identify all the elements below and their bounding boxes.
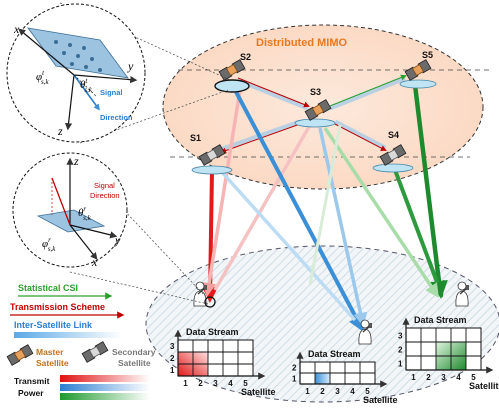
- grid-1-y-tick: 1: [170, 366, 175, 375]
- distributed-mimo-title: Distributed MIMO: [256, 37, 347, 49]
- legend-statistical-csi: Statistical CSI: [18, 283, 78, 293]
- downlink-beams: [202, 84, 448, 333]
- legend-master-icon: [6, 344, 34, 366]
- satellite-s4: S4: [372, 130, 414, 173]
- zoom-top-phi-sup: t: [42, 69, 45, 77]
- legend-master-line2: Satellite: [36, 358, 69, 368]
- legend: Statistical CSI Transmission Scheme Inte…: [6, 283, 156, 400]
- zoom-top-signal-label-1: Signal: [100, 88, 123, 97]
- satellite-s1-label: S1: [190, 133, 201, 143]
- zoom-mid-theta-sub: s,k: [83, 214, 91, 222]
- zoom-top-axis-z: z: [57, 124, 63, 138]
- grid-1-x-tick: 4: [228, 379, 233, 388]
- grid-3-x-tick: 1: [411, 373, 416, 382]
- zoom-top-connector-1: [59, 2, 231, 81]
- zoom-mid-theta-sup: r: [83, 205, 86, 213]
- zoom-top-axis-y: y: [127, 59, 134, 73]
- grid-3-y-tick: 1: [398, 360, 403, 369]
- grid-1-x-tick: 5: [243, 379, 248, 388]
- grid-2-x-tick: 4: [350, 387, 355, 396]
- zoom-mid-signal-label-1: Signal: [94, 181, 115, 190]
- satellite-s2: S2: [214, 52, 251, 93]
- zoom-top-signal-label-2: Direction: [100, 113, 133, 122]
- zoom-top-axis-x: x: [13, 22, 20, 36]
- grid-2-x-tick: 3: [335, 387, 340, 396]
- grid-3-x-tick: 3: [441, 373, 446, 382]
- grid-2-y-tick: 2: [292, 363, 297, 372]
- grid-3-title: Data Stream: [414, 315, 467, 325]
- legend-power-red: [60, 375, 150, 382]
- grid-2-x-tick: 5: [365, 387, 370, 396]
- grid-1-x-tick: 1: [183, 379, 188, 388]
- zoom-mid-theta: θ: [78, 207, 84, 219]
- legend-power-green: [60, 393, 150, 400]
- svg-text:θts,k: θts,k: [80, 77, 93, 94]
- grid-1-x-label: Satellite: [241, 387, 276, 397]
- grid-3-x-label: Satellite: [469, 381, 499, 391]
- zoom-mid-signal-label-2: Direction: [90, 191, 120, 200]
- satellite-s5-label: S5: [422, 50, 433, 60]
- svg-text:θrs,k: θrs,k: [78, 205, 92, 222]
- satellite-s5: S5: [399, 50, 437, 89]
- legend-master-line1: Master: [36, 347, 64, 357]
- grid-2-active-cells: [315, 373, 330, 384]
- user-1: [193, 281, 216, 308]
- legend-secondary-line1: Secondary: [112, 347, 156, 357]
- grid-1-x-tick: 2: [198, 379, 203, 388]
- svg-text:φrs,k: φrs,k: [42, 236, 56, 253]
- zoom-mid-axis-y: y: [114, 233, 121, 247]
- grid-1-title: Data Stream: [186, 327, 239, 337]
- satellite-s4-label: S4: [388, 130, 399, 140]
- grid-2-x-label: Satellite: [363, 395, 398, 405]
- grid-1-y-tick: 2: [170, 354, 175, 363]
- zoom-top-theta: θ: [80, 79, 86, 91]
- legend-transmit-power-line1: Transmit: [14, 376, 50, 386]
- satellite-s3: S3: [294, 87, 336, 128]
- grid-2-x-tick: 2: [320, 387, 325, 396]
- satellite-s3-label: S3: [310, 87, 321, 97]
- grid-1-x-tick: 3: [213, 379, 218, 388]
- zoom-top-theta-sup: t: [85, 77, 88, 85]
- zoom-mid-axis-x: x: [91, 255, 98, 269]
- zoom-mid-phi: φ: [42, 238, 48, 250]
- grid-2-x-tick: 1: [305, 387, 310, 396]
- legend-transmit-power-line2: Power: [18, 388, 44, 398]
- satellite-s1: S1: [190, 133, 233, 175]
- svg-text:φts,k: φts,k: [36, 69, 50, 86]
- zoom-top-theta-sub: s,k: [84, 86, 92, 94]
- zoom-mid-phi-sup: r: [48, 236, 51, 244]
- grid-1-y-tick: 3: [170, 342, 175, 351]
- legend-inter-satellite-link: Inter-Satellite Link: [14, 320, 93, 330]
- legend-transmission-scheme: Transmission Scheme: [10, 302, 105, 312]
- grid-2-title: Data Stream: [308, 349, 361, 359]
- grid-3-x-tick: 5: [471, 373, 476, 382]
- legend-secondary-line2: Satellite: [118, 358, 151, 368]
- legend-secondary-icon: [81, 341, 109, 363]
- zoom-top-phi: φ: [36, 71, 42, 83]
- grid-3-y-tick: 2: [398, 346, 403, 355]
- grid-3-y-tick: 3: [398, 332, 403, 341]
- legend-power-blue: [60, 384, 150, 391]
- grid-2-y-tick: 1: [292, 374, 297, 383]
- zoom-top-phi-sub: s,k: [41, 78, 49, 86]
- legend-isl-swatch: [14, 332, 122, 338]
- grid-3-x-tick: 2: [426, 373, 431, 382]
- zoom-mid-axis-z: z: [73, 154, 79, 168]
- zoom-mid-phi-sub: s,k: [48, 245, 56, 253]
- satellite-s2-label: S2: [240, 52, 251, 62]
- grid-3-x-tick: 4: [456, 373, 461, 382]
